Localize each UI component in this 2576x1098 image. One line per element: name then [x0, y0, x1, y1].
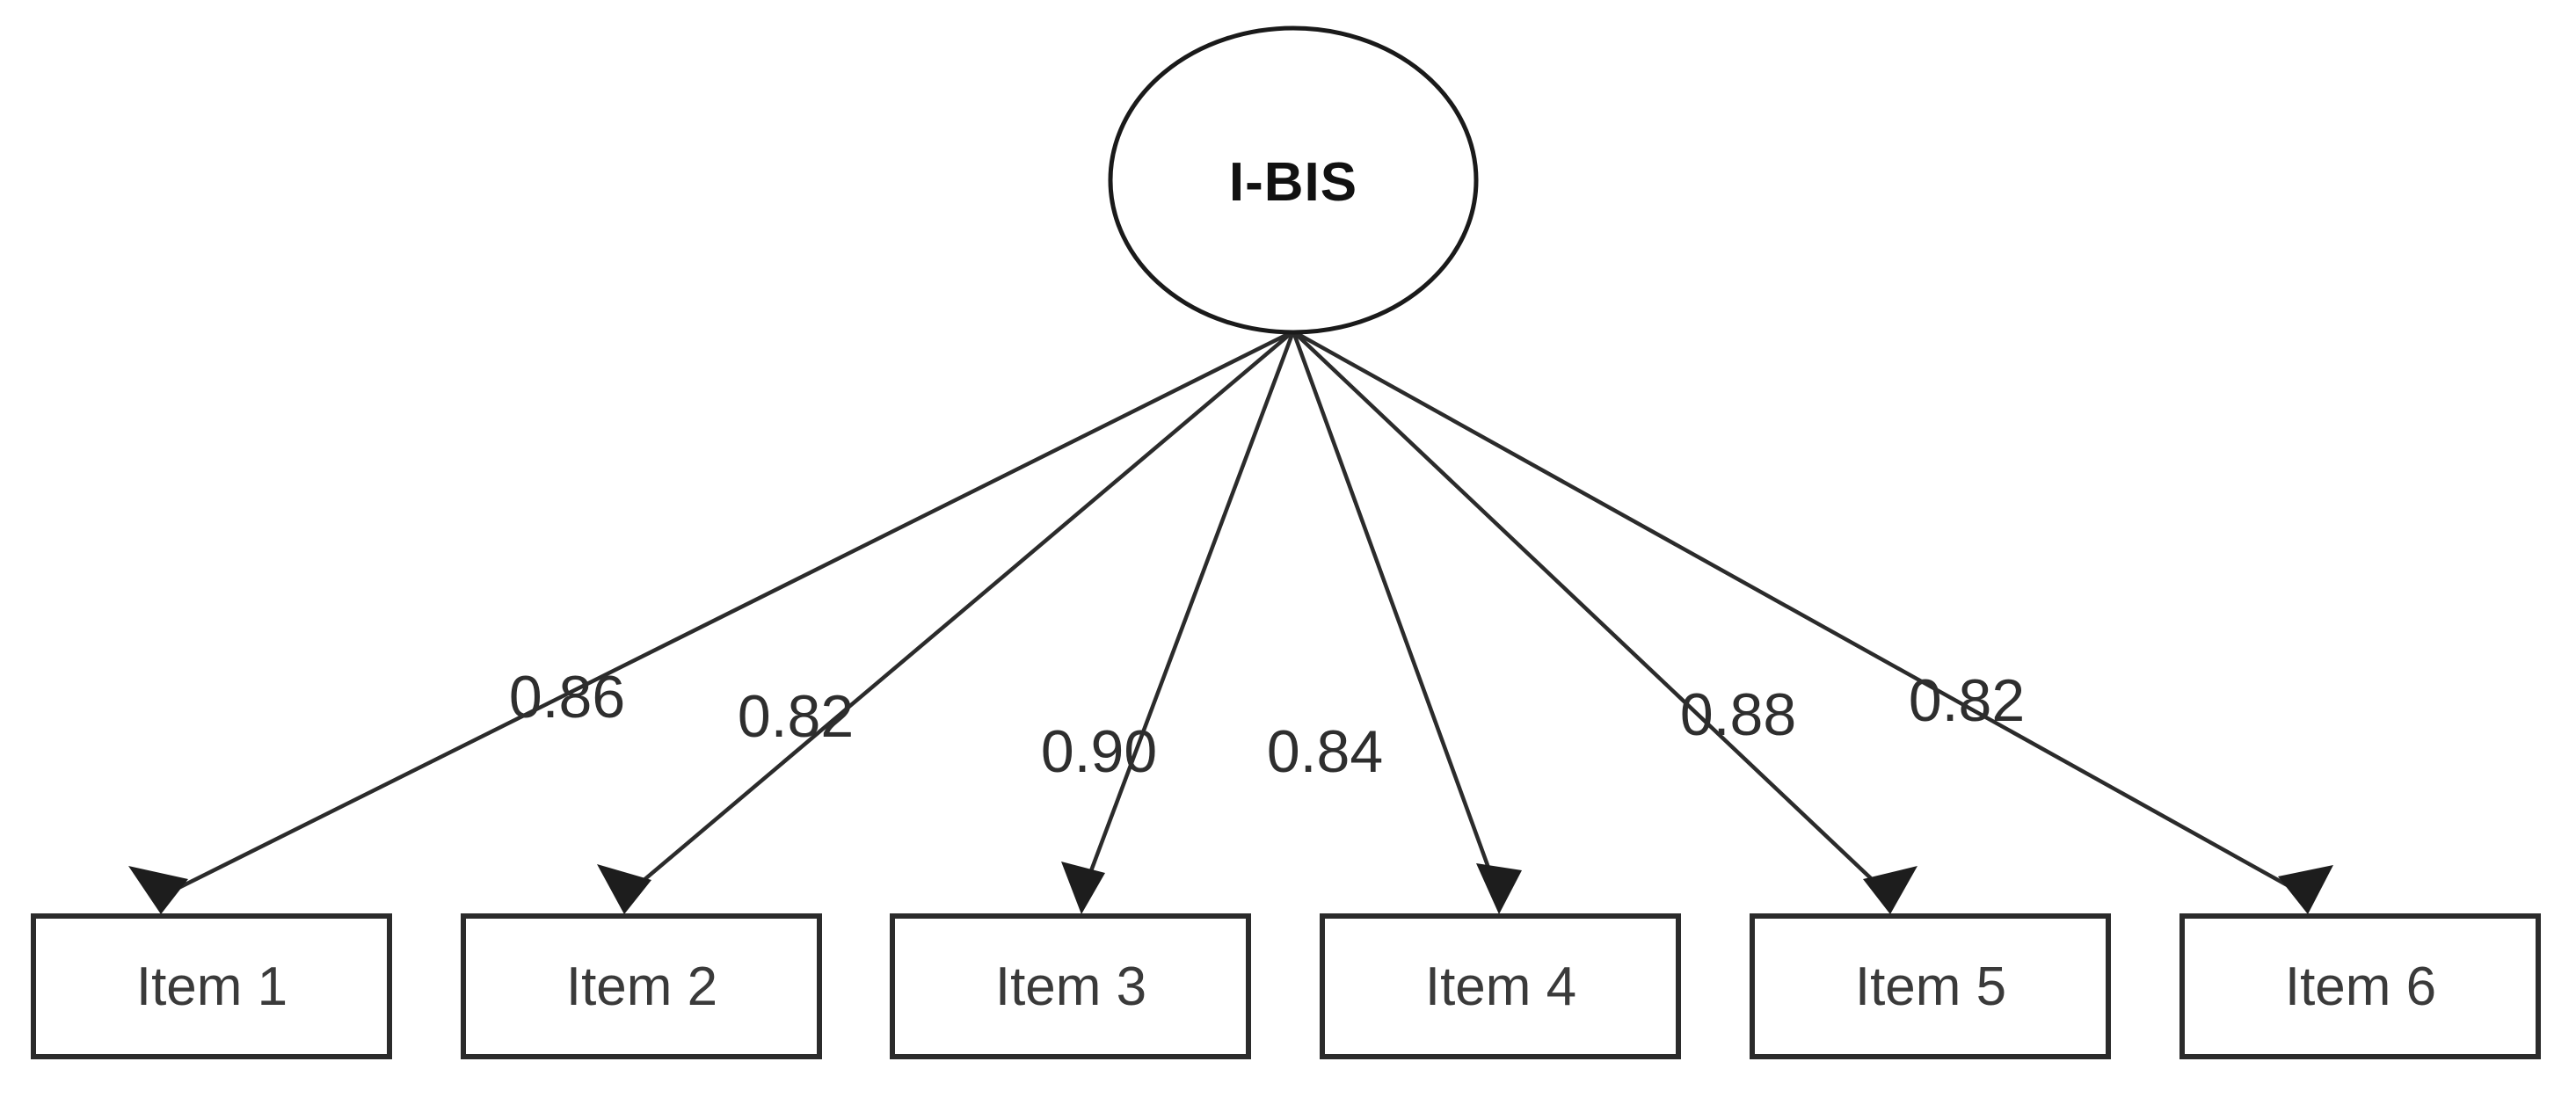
- indicator-box-item-1[interactable]: [31, 913, 392, 1059]
- indicator-label-item-4: Item 4: [1425, 956, 1576, 1017]
- indicator-node-item-4[interactable]: Item 4: [1320, 913, 1681, 1059]
- arrowhead-icon-item-4: [1476, 863, 1522, 914]
- latent-factor-label: I-BIS: [1229, 152, 1357, 213]
- latent-factor-ellipse[interactable]: [1108, 25, 1479, 335]
- edge-line-item-6: [1292, 330, 2310, 898]
- arrowhead-icon-item-3: [1061, 862, 1105, 914]
- loading-label-item-1: 0.86: [509, 664, 625, 731]
- loading-label-item-2: 0.82: [738, 683, 854, 750]
- indicator-box-item-5[interactable]: [1750, 913, 2111, 1059]
- edge-line-item-3: [1079, 331, 1296, 898]
- indicator-label-item-6: Item 6: [2285, 956, 2436, 1017]
- arrowhead-icon-item-6: [2278, 865, 2333, 914]
- indicator-node-item-1[interactable]: Item 1: [31, 913, 392, 1059]
- arrowhead-icon-item-2: [597, 864, 651, 914]
- indicator-node-item-6[interactable]: Item 6: [2179, 913, 2541, 1059]
- indicator-node-item-5[interactable]: Item 5: [1750, 913, 2111, 1059]
- indicator-node-item-2[interactable]: Item 2: [461, 913, 822, 1059]
- indicator-label-item-5: Item 5: [1855, 956, 2006, 1017]
- arrowhead-icon-item-5: [1863, 866, 1917, 914]
- indicator-node-item-3[interactable]: Item 3: [890, 913, 1251, 1059]
- edge-line-item-4: [1291, 331, 1502, 898]
- edge-line-item-2: [622, 330, 1295, 898]
- indicator-box-item-4[interactable]: [1320, 913, 1681, 1059]
- indicator-label-item-2: Item 2: [566, 956, 717, 1017]
- indicator-box-item-2[interactable]: [461, 913, 822, 1059]
- indicator-box-item-3[interactable]: [890, 913, 1251, 1059]
- loading-label-item-3: 0.90: [1041, 718, 1157, 785]
- indicator-label-item-1: Item 1: [136, 956, 287, 1017]
- arrow-heads: [128, 862, 2333, 914]
- loading-label-item-6: 0.82: [1909, 667, 2025, 734]
- indicator-box-item-6[interactable]: [2179, 913, 2541, 1059]
- latent-factor-node[interactable]: I-BIS: [1108, 25, 1479, 335]
- indicator-label-item-3: Item 3: [995, 956, 1146, 1017]
- arrowhead-icon-item-1: [128, 866, 188, 914]
- edge-line-item-1: [159, 329, 1295, 899]
- path-edges: [159, 329, 2310, 899]
- loading-labels: 0.86 0.82 0.90 0.84 0.88 0.82: [509, 664, 2025, 785]
- loading-label-item-4: 0.84: [1267, 718, 1383, 785]
- edge-line-item-5: [1292, 330, 1892, 898]
- loading-label-item-5: 0.88: [1680, 681, 1796, 748]
